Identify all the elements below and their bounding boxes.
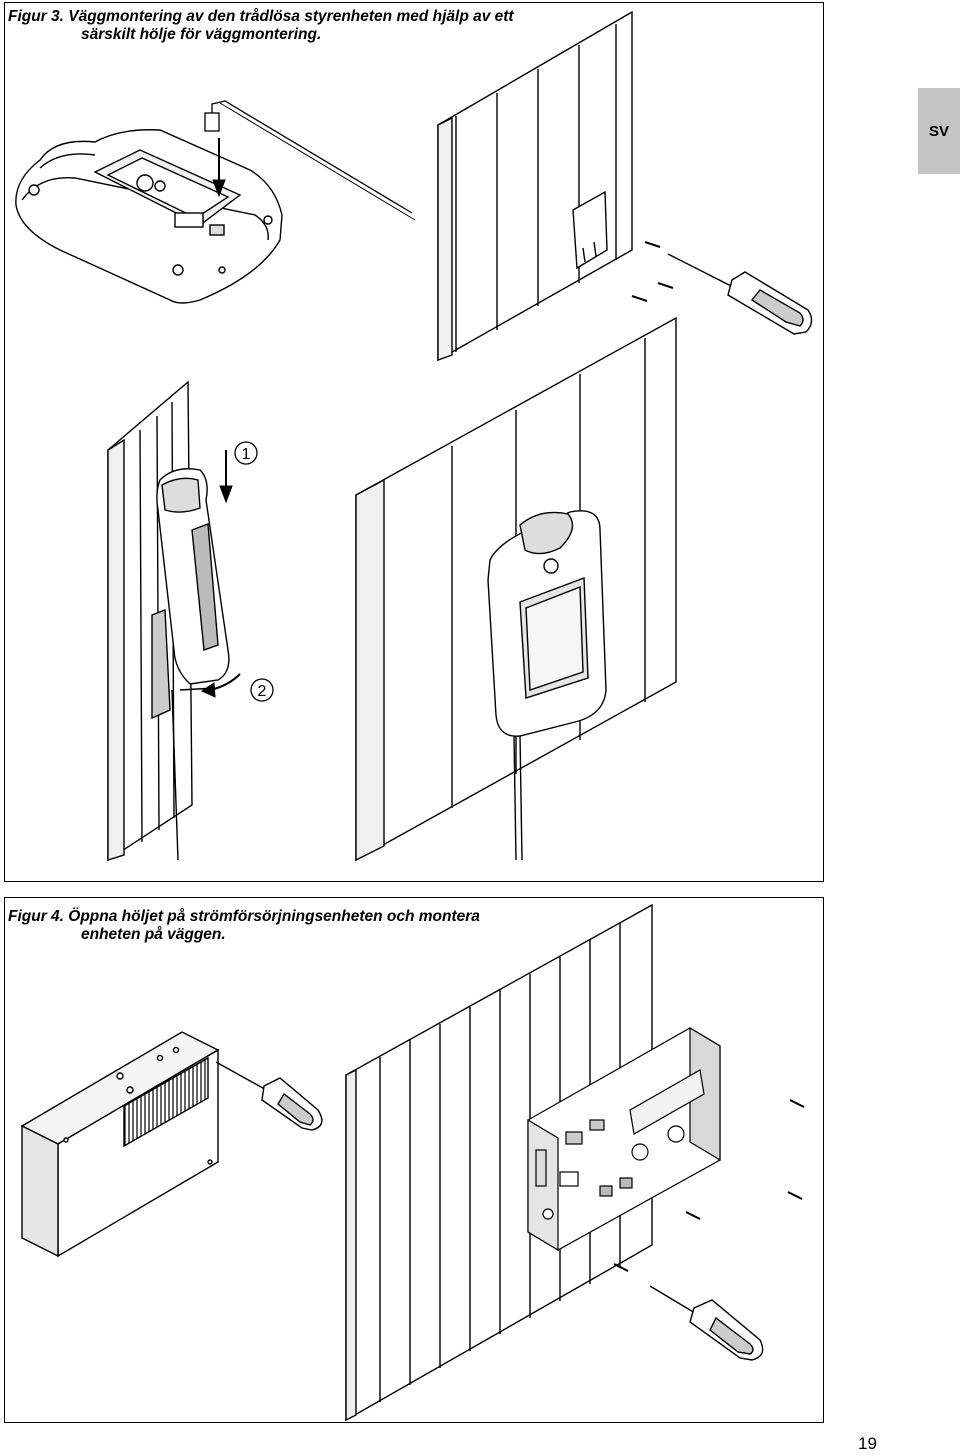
mounted-controller-illustration — [487, 510, 607, 737]
figure-4-caption-line-2: enheten på väggen. — [81, 926, 226, 943]
upper-wall-panel-illustration — [437, 10, 633, 362]
controller-back-illustration — [15, 129, 283, 304]
step-marker-2: 2 — [250, 678, 274, 702]
figure-4-caption-line-1: Figur 4. Öppna höljet på strömförsörjnin… — [8, 908, 480, 925]
power-supply-box-illustration — [20, 1031, 220, 1258]
screwdriver-upper-illustration — [215, 1061, 323, 1131]
screws-illustration — [631, 241, 674, 302]
circuit-board-illustration — [527, 1026, 721, 1252]
language-tab: SV — [918, 88, 960, 174]
cable-plug-illustration — [204, 100, 416, 221]
screwdriver-lower-illustration — [649, 1285, 764, 1361]
figure-3-caption-line-2: särskilt hölje för väggmontering. — [81, 26, 322, 43]
step-marker-1: 1 — [234, 441, 258, 465]
page-number: 19 — [858, 1434, 877, 1453]
step-arrows-illustration — [200, 450, 241, 698]
figure-3-caption: Figur 3. Väggmontering av den trådlösa s… — [8, 8, 514, 44]
figure-3-caption-line-1: Figur 3. Väggmontering av den trådlösa s… — [8, 8, 514, 25]
svg-text:1: 1 — [242, 446, 251, 463]
figure-4-caption: Figur 4. Öppna höljet på strömförsörjnin… — [8, 908, 480, 944]
language-tab-label: SV — [928, 122, 949, 140]
screwdriver-illustration — [667, 253, 813, 335]
screws-fig4-illustration — [613, 1099, 805, 1272]
svg-text:2: 2 — [258, 683, 267, 700]
controller-side-illustration — [151, 468, 230, 861]
